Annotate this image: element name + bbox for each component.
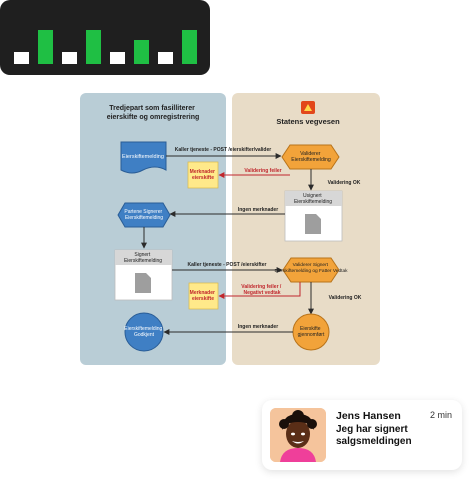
merknader-2-label: Merknader eierskifte (190, 290, 217, 302)
usignert-line-1: Usignert (303, 193, 322, 199)
edge-ingen-merknader-1-label: Ingen merknader (238, 207, 278, 213)
godkjent-label: Eierskiftemelding Godkjent (124, 326, 163, 338)
document-icon (305, 214, 321, 234)
merknader-1-label: Merknader eierskifte (190, 169, 217, 181)
eierskiftemelding-godkjent-node: Eierskiftemelding Godkjent (124, 312, 164, 352)
message-preview: Jeg har signert salgsmeldingen (336, 424, 412, 447)
merknader-eierskifte-2-note: Merknader eierskifte (188, 282, 219, 310)
level-bar-3 (62, 52, 77, 64)
validering-feiler-2-line-2: Negativt vedtak (244, 290, 281, 296)
godkjent-line-1: Eierskiftemelding (124, 326, 162, 332)
level-bar-5 (110, 52, 125, 64)
right-lane-title: Statens vegvesen (276, 117, 340, 126)
validerer-eierskiftemelding-node: Validerer Eierskiftemelding (281, 144, 340, 170)
usignert-eierskiftemelding-card: Usignert Eierskiftemelding (284, 190, 343, 242)
left-lane-title-line-1: Tredjepart som fasilliterer (109, 105, 195, 112)
merknader-1-line-1: Merknader (190, 169, 215, 175)
eierskifte-gjennomfort-node: Eierskifte gjennomført (292, 313, 330, 351)
edge-validering-ok-2-label: Validering OK (329, 295, 362, 301)
partene-signerer-line-1: Partene Signerer (124, 209, 162, 215)
level-bars (14, 30, 197, 64)
person-avatar (270, 408, 326, 462)
left-lane-title: Tredjepart som fasilliterer eierskifte o… (107, 105, 200, 121)
partene-signerer-node: Partene Signerer Eierskiftemelding (117, 202, 171, 228)
level-widget (0, 0, 210, 75)
edge-validering-feiler-2 (218, 282, 301, 299)
level-bar-4 (86, 30, 101, 64)
partene-signerer-label: Partene Signerer Eierskiftemelding (124, 209, 163, 221)
eierskiftemelding-document: Eierskiftemelding (120, 141, 167, 174)
merknader-1-line-2: eierskifte (192, 175, 214, 181)
signert-label: Signert Eierskiftemelding (124, 252, 162, 264)
signert-eierskiftemelding-card: Signert Eierskiftemelding (114, 249, 173, 301)
document-icon (135, 273, 151, 293)
partene-signerer-line-2: Eierskiftemelding (125, 215, 163, 221)
edge-validering-feiler-1-label: Validering feiler (244, 168, 281, 174)
usignert-label: Usignert Eierskiftemelding (294, 193, 332, 205)
sender-name: Jens Hansen (336, 410, 401, 422)
validerer-2-line-1: Validerer Signert (293, 262, 329, 268)
validerer-1-line-2: Eierskiftemelding (291, 157, 331, 163)
left-lane-title-line-2: eierskifte og omregistrering (107, 114, 200, 121)
level-bar-7 (158, 52, 173, 64)
gjennomfort-label: Eierskifte gjennomført (298, 326, 325, 338)
level-bar-2 (38, 30, 53, 64)
edge-kaller-1-label: Kaller tjeneste - POST /eierskifter/vali… (175, 147, 271, 153)
edge-kaller-2-label: Kaller tjeneste - POST /eierskifter (188, 262, 267, 268)
validerer-2-line-2: Eierskiftemelding og Fatter Vedtak (274, 268, 348, 274)
avatar-illustration (270, 408, 326, 462)
validering-feiler-2-line-1: Validering feiler / (241, 284, 282, 290)
eierskifte-process-diagram: Tredjepart som fasilliterer eierskifte o… (80, 93, 380, 365)
validerer-1-line-1: Validerer (300, 151, 321, 157)
validerer-1-label: Validerer Eierskiftemelding (291, 151, 331, 163)
godkjent-line-2: Godkjent (134, 332, 155, 338)
validerer-2-label: Validerer Signert Eierskiftemelding og F… (274, 262, 348, 274)
usignert-line-2: Eierskiftemelding (294, 199, 332, 205)
message-notification[interactable]: Jens Hansen 2 min Jeg har signert salgsm… (262, 400, 462, 470)
signert-line-2: Eierskiftemelding (124, 258, 162, 264)
statens-vegvesen-logo (301, 101, 315, 114)
merknader-eierskifte-1-note: Merknader eierskifte (187, 161, 219, 189)
gjennomfort-line-1: Eierskifte (300, 326, 321, 332)
message-time: 2 min (429, 410, 452, 420)
merknader-2-line-1: Merknader (190, 290, 215, 296)
edge-ingen-merknader-2-label: Ingen merknader (238, 324, 278, 330)
level-bar-1 (14, 52, 29, 64)
edge-validering-ok-1-label: Validering OK (328, 180, 361, 186)
merknader-2-line-2: eierskifte (192, 296, 214, 302)
gjennomfort-line-2: gjennomført (298, 332, 325, 338)
signert-line-1: Signert (134, 252, 150, 258)
eierskiftemelding-label: Eierskiftemelding (122, 154, 164, 160)
validerer-signert-node: Validerer Signert Eierskiftemelding og F… (274, 257, 348, 283)
edge-validering-feiler-2-label: Validering feiler / Negativt vedtak (241, 284, 282, 296)
level-bar-6 (134, 40, 149, 64)
level-bar-8 (182, 30, 197, 64)
